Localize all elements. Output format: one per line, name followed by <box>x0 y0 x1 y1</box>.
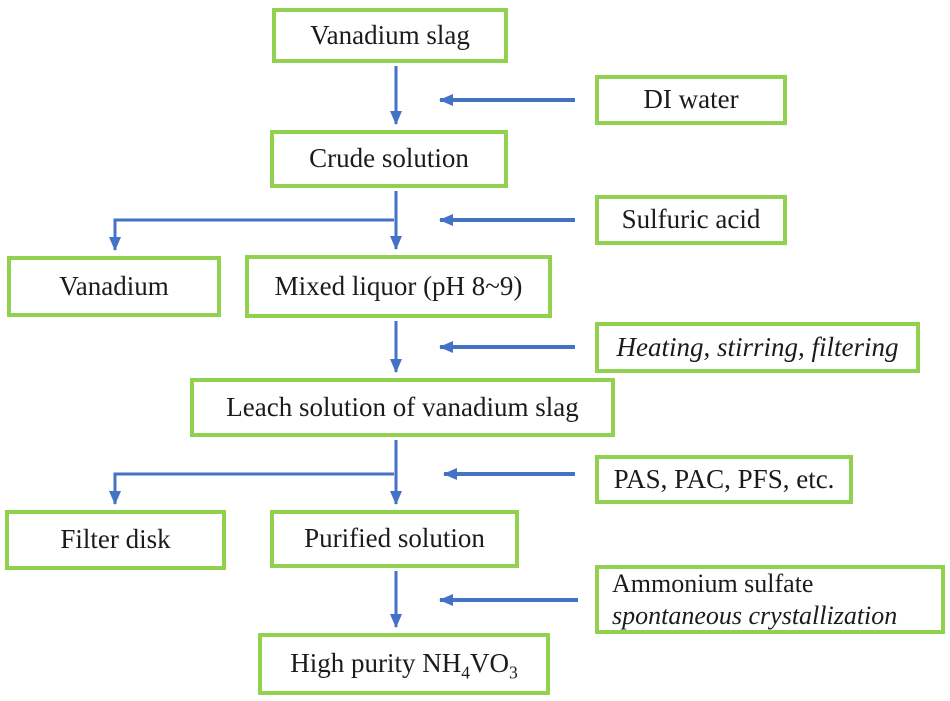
node-label: Filter disk <box>60 524 171 555</box>
node-vanadium-slag: Vanadium slag <box>272 8 508 63</box>
node-label: Leach solution of vanadium slag <box>226 391 579 422</box>
node-crude-solution: Crude solution <box>270 130 508 188</box>
node-leach-solution: Leach solution of vanadium slag <box>190 378 615 437</box>
node-label-line2: spontaneous crystallization <box>612 600 898 630</box>
node-purified-solution: Purified solution <box>270 510 519 568</box>
arrow-branch-to-filter-disk <box>109 472 394 505</box>
label-mid: VO <box>470 648 509 679</box>
node-vanadium: Vanadium <box>7 256 221 317</box>
node-label-line1: Ammonium sulfate <box>612 568 814 598</box>
node-di-water: DI water <box>595 75 787 125</box>
arrow-branch-to-vanadium <box>109 218 394 251</box>
node-mixed-liquor: Mixed liquor (pH 8~9) <box>245 255 552 318</box>
node-high-purity-nh4vo3: High purity NH4VO3 <box>258 633 550 695</box>
label-prefix: High purity NH <box>290 648 462 679</box>
node-label: DI water <box>643 84 739 115</box>
node-flocculants: PAS, PAC, PFS, etc. <box>595 455 853 504</box>
node-heating-stirring-filtering: Heating, stirring, filtering <box>595 322 920 373</box>
node-label: Sulfuric acid <box>621 204 761 235</box>
node-ammonium-sulfate: Ammonium sulfate spontaneous crystalliza… <box>595 565 945 634</box>
node-label: Purified solution <box>304 523 485 554</box>
node-label: High purity NH4VO3 <box>290 648 518 681</box>
node-label: PAS, PAC, PFS, etc. <box>613 463 835 494</box>
node-label: Crude solution <box>309 143 469 174</box>
label-subscript-4: 4 <box>461 662 470 683</box>
node-filter-disk: Filter disk <box>5 510 226 570</box>
node-label: Vanadium slag <box>310 19 470 50</box>
node-label: Heating, stirring, filtering <box>616 331 899 362</box>
node-label: Mixed liquor (pH 8~9) <box>274 270 523 301</box>
node-label: Vanadium <box>59 270 169 301</box>
label-subscript-3: 3 <box>509 662 518 683</box>
node-sulfuric-acid: Sulfuric acid <box>595 195 787 245</box>
